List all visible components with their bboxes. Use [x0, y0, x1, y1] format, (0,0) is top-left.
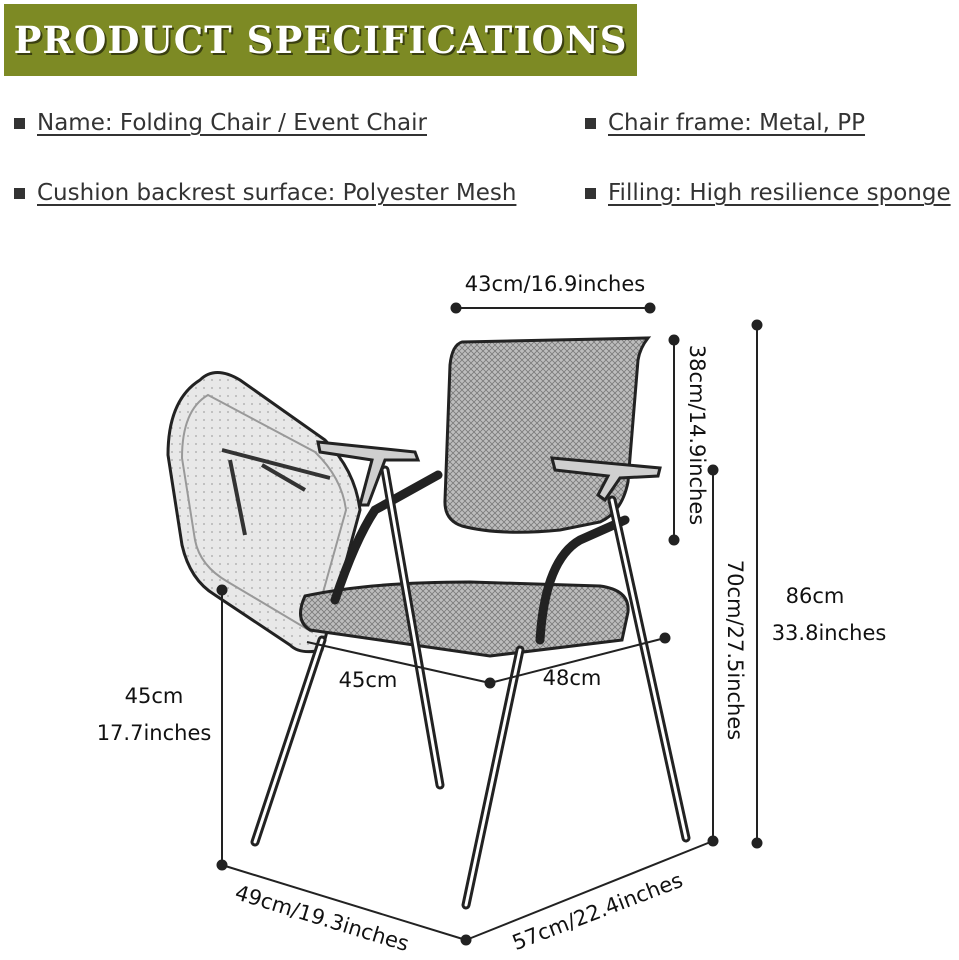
spec-surface-text: Cushion backrest surface: Polyester Mesh: [37, 180, 517, 206]
backrest-width-label: 43cm/16.9inches: [465, 272, 645, 296]
seat: [299, 580, 630, 658]
base-width-label: 49cm/19.3inches: [232, 880, 412, 956]
seat-width-label: 45cm: [339, 668, 398, 692]
backrest-height-label: 38cm/14.9inches: [685, 345, 709, 525]
chair-illustration: [166, 336, 691, 910]
armrest-right: [550, 456, 662, 503]
bullet-square-icon: [14, 117, 25, 129]
header-banner: PRODUCT SPECIFICATIONS: [4, 4, 637, 76]
spec-surface: Cushion backrest surface: Polyester Mesh: [14, 180, 516, 206]
spec-filling: Filling: High resilience sponge: [585, 180, 951, 206]
armrest-left: [316, 440, 421, 507]
spec-filling-text: Filling: High resilience sponge: [608, 180, 951, 206]
spec-name: Name: Folding Chair / Event Chair: [14, 110, 427, 136]
bullet-square-icon: [14, 187, 25, 199]
writing-tablet: [166, 371, 362, 654]
page-title: PRODUCT SPECIFICATIONS: [13, 18, 628, 62]
bullet-square-icon: [585, 117, 596, 129]
total-height-cm-label: 86cm: [786, 584, 845, 608]
total-height-in-label: 33.8inches: [772, 621, 887, 645]
spec-name-text: Name: Folding Chair / Event Chair: [37, 110, 427, 136]
bullet-square-icon: [585, 187, 596, 199]
spec-frame: Chair frame: Metal, PP: [585, 110, 865, 136]
seat-height-in-label: 17.7inches: [97, 721, 212, 745]
backrest: [443, 336, 652, 534]
armrest-height-label: 70cm/27.5inches: [723, 560, 747, 740]
seat-depth-label: 48cm: [543, 666, 602, 690]
spec-frame-text: Chair frame: Metal, PP: [608, 110, 866, 136]
seat-height-cm-label: 45cm: [125, 684, 184, 708]
dimension-lines: [216, 302, 763, 946]
